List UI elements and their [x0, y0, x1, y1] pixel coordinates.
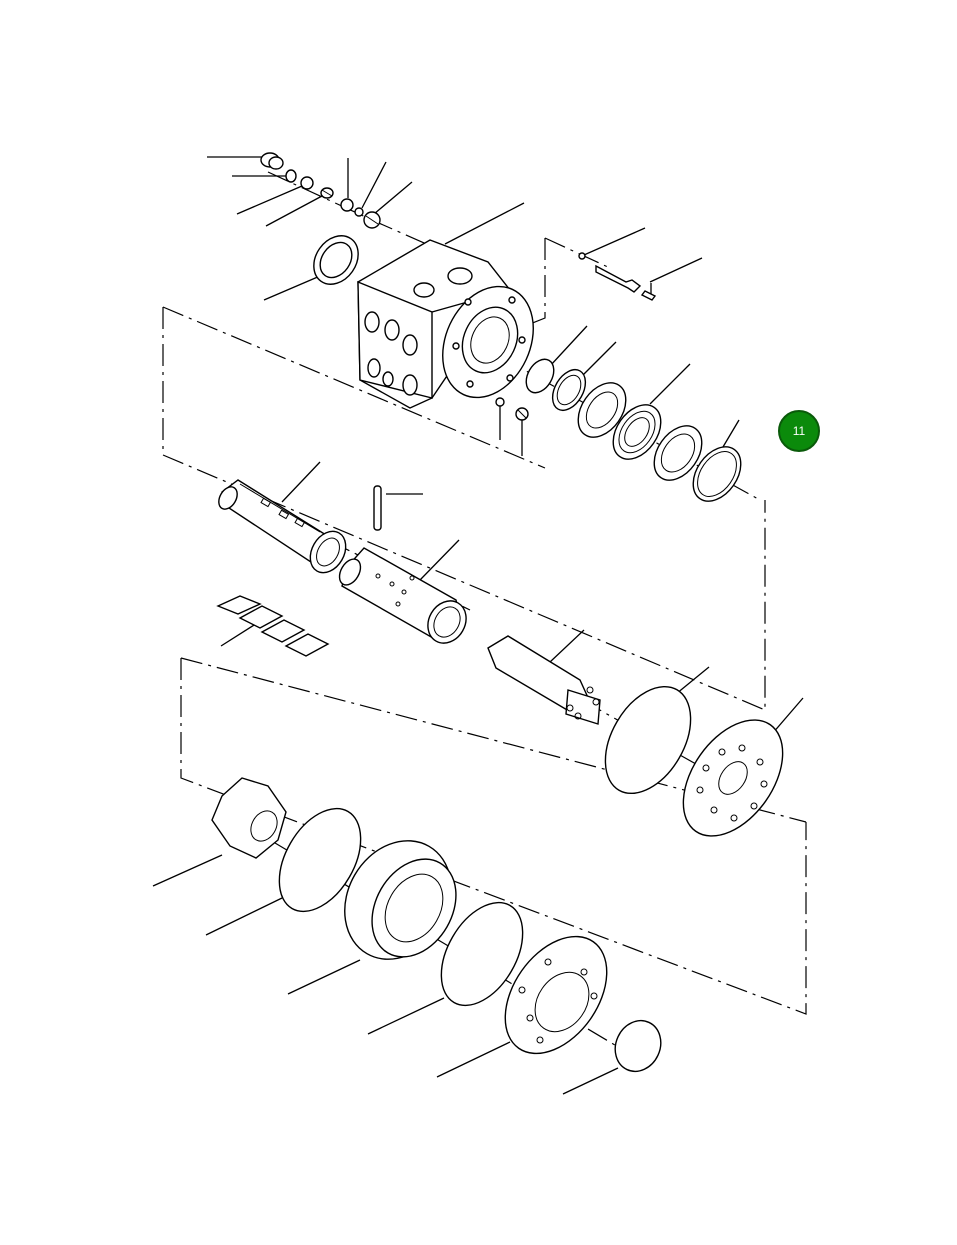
centering-springs: [216, 595, 330, 657]
relief-valve-pin: [595, 264, 657, 301]
small-o-ring: [285, 169, 297, 183]
small-ball-upper: [578, 252, 586, 260]
check-valve-spring: [300, 176, 334, 199]
lower-o-ring-2: [278, 807, 362, 913]
lower-o-ring-1: [604, 685, 692, 795]
housing-seal-ring: [313, 235, 359, 285]
spacer-plate: [682, 719, 784, 837]
plug-fitting: [260, 152, 284, 170]
centering-pin: [373, 485, 382, 531]
end-cap: [504, 935, 608, 1055]
ball: [495, 397, 505, 407]
retaining-ring: [692, 446, 742, 502]
part-callout-11[interactable]: 11: [778, 410, 820, 452]
o-ring-small: [525, 358, 555, 394]
gerotor-ring: [344, 840, 457, 960]
gerotor-star: [211, 777, 287, 859]
sleeve: [338, 547, 467, 644]
lower-o-ring-3: [440, 901, 524, 1007]
small-washer: [340, 198, 364, 217]
drive-shaft: [487, 635, 601, 725]
name-plate: [614, 1019, 662, 1073]
valve-housing: [357, 239, 534, 409]
thrust-washer: [577, 382, 627, 438]
threaded-plug: [363, 211, 381, 229]
set-screw: [515, 407, 529, 421]
backup-ring: [551, 369, 587, 411]
needle-bearing: [612, 404, 662, 460]
bearing-race: [653, 425, 703, 481]
leader-lines: [152, 156, 804, 1095]
spool: [218, 479, 347, 574]
